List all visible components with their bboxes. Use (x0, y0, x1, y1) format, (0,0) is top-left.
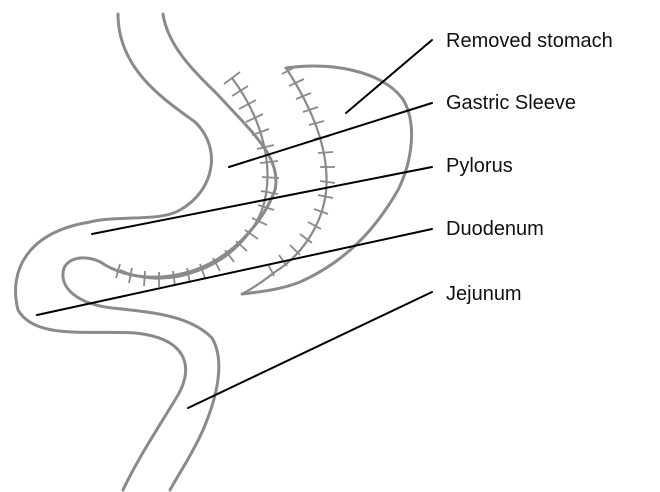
label-duodenum: Duodenum (446, 219, 544, 239)
leader-duodenum (37, 229, 432, 315)
leader-jejunum (188, 292, 432, 408)
label-gastric-sleeve: Gastric Sleeve (446, 93, 576, 113)
sleeve-outer-wall (16, 14, 212, 490)
leader-gastric-sleeve (229, 103, 432, 167)
sleeve-inner-wall (63, 14, 276, 490)
removed-stomach-staples (268, 66, 335, 276)
sleeve-staples (116, 72, 279, 287)
label-jejunum: Jejunum (446, 284, 522, 304)
leader-removed-stomach (346, 40, 432, 113)
label-pylorus: Pylorus (446, 156, 513, 176)
label-removed-stomach: Removed stomach (446, 31, 613, 51)
removed-stomach-staple-line (242, 68, 327, 294)
